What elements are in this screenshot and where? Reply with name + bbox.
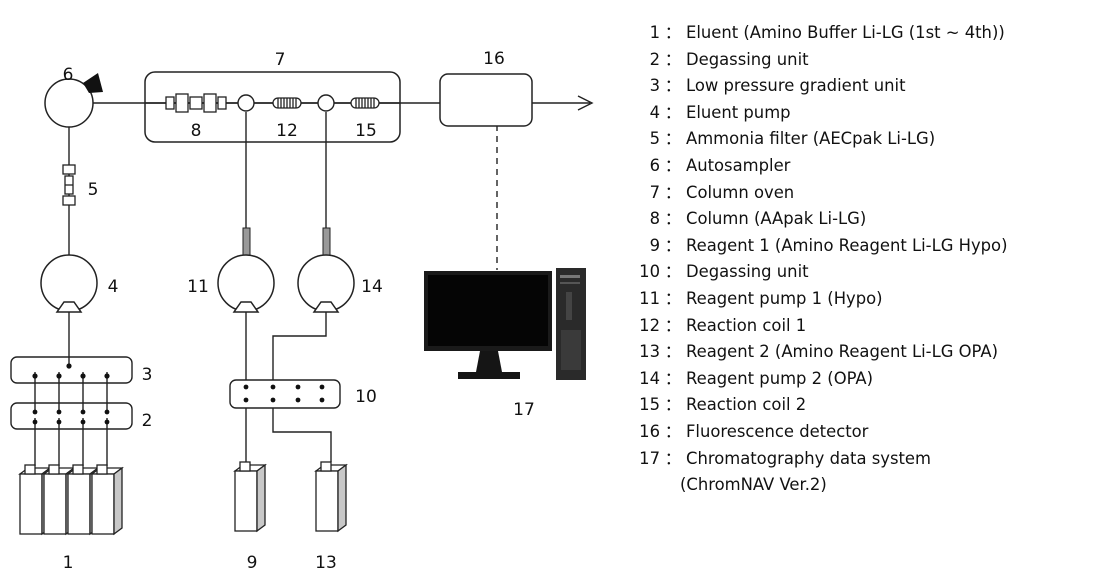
flow-diagram: 1 2 3 4 5 6 7 8 9 10 11 12 13 14 15 16 1… — [10, 49, 594, 573]
callout-8: 8 — [191, 121, 202, 141]
legend-item: 15：Reaction coil 2 — [639, 395, 807, 415]
legend-item: 3：Low pressure gradient unit — [649, 76, 906, 96]
degassing-unit-10 — [229, 379, 341, 409]
reagent-pump-14 — [297, 227, 355, 313]
column-oven-7 — [144, 71, 401, 143]
callout-13: 13 — [315, 553, 337, 573]
legend-item: 10：Degassing unit — [639, 262, 809, 282]
callout-5: 5 — [88, 180, 99, 200]
computer-17 — [424, 268, 586, 380]
eluent-bottles-1 — [19, 464, 123, 535]
column-8 — [165, 93, 227, 113]
legend-item: 14：Reagent pump 2 (OPA) — [639, 368, 874, 388]
legend-item: 17：Chromatography data system — [639, 448, 931, 468]
callout-17: 17 — [513, 400, 535, 420]
gradient-unit-3 — [10, 356, 133, 384]
callout-6: 6 — [63, 65, 74, 85]
callout-2: 2 — [142, 411, 153, 431]
callout-15: 15 — [355, 121, 377, 141]
component-legend: 1：Eluent (Amino Buffer Li-LG (1st ~ 4th)… — [622, 20, 1112, 499]
reagent-pump-11 — [217, 227, 275, 313]
degassing-unit-2 — [10, 402, 133, 430]
legend-item: 11：Reagent pump 1 (Hypo) — [639, 288, 883, 308]
callout-4: 4 — [108, 277, 119, 297]
reagent-bottle-9 — [234, 461, 266, 532]
fluorescence-detector-16 — [439, 73, 533, 127]
legend-item: 1：Eluent (Amino Buffer Li-LG (1st ~ 4th)… — [649, 23, 1005, 42]
callout-10: 10 — [355, 387, 377, 407]
callout-9: 9 — [247, 553, 258, 573]
legend-item: 16：Fluorescence detector — [639, 421, 869, 441]
reaction-coil-15 — [350, 97, 380, 109]
ammonia-filter-5 — [62, 164, 76, 206]
eluent-pump-4 — [40, 254, 98, 313]
legend-item-continuation: (ChromNAV Ver.2) — [680, 475, 827, 495]
callout-3: 3 — [142, 365, 153, 385]
legend-item: 4：Eluent pump — [649, 102, 791, 122]
legend-item: 5：Ammonia filter (AECpak Li-LG) — [649, 129, 936, 149]
callout-1: 1 — [63, 553, 74, 573]
callout-7: 7 — [275, 50, 286, 70]
callout-11: 11 — [187, 277, 209, 297]
legend-item: 2：Degassing unit — [649, 49, 809, 69]
legend-item: 8：Column (AApak Li-LG) — [649, 209, 867, 229]
legend-item: 9：Reagent 1 (Amino Reagent Li-LG Hypo) — [649, 235, 1008, 255]
legend-item: 7：Column oven — [649, 182, 795, 202]
callout-16: 16 — [483, 49, 505, 69]
legend-item: 13：Reagent 2 (Amino Reagent Li-LG OPA) — [639, 342, 998, 362]
callout-14: 14 — [361, 277, 383, 297]
reaction-coil-12 — [272, 97, 302, 109]
legend-item: 12：Reaction coil 1 — [639, 315, 807, 335]
autosampler-6 — [44, 73, 103, 128]
reagent-bottle-13 — [315, 461, 347, 532]
callout-12: 12 — [276, 121, 298, 141]
legend-item: 6：Autosampler — [649, 155, 791, 175]
